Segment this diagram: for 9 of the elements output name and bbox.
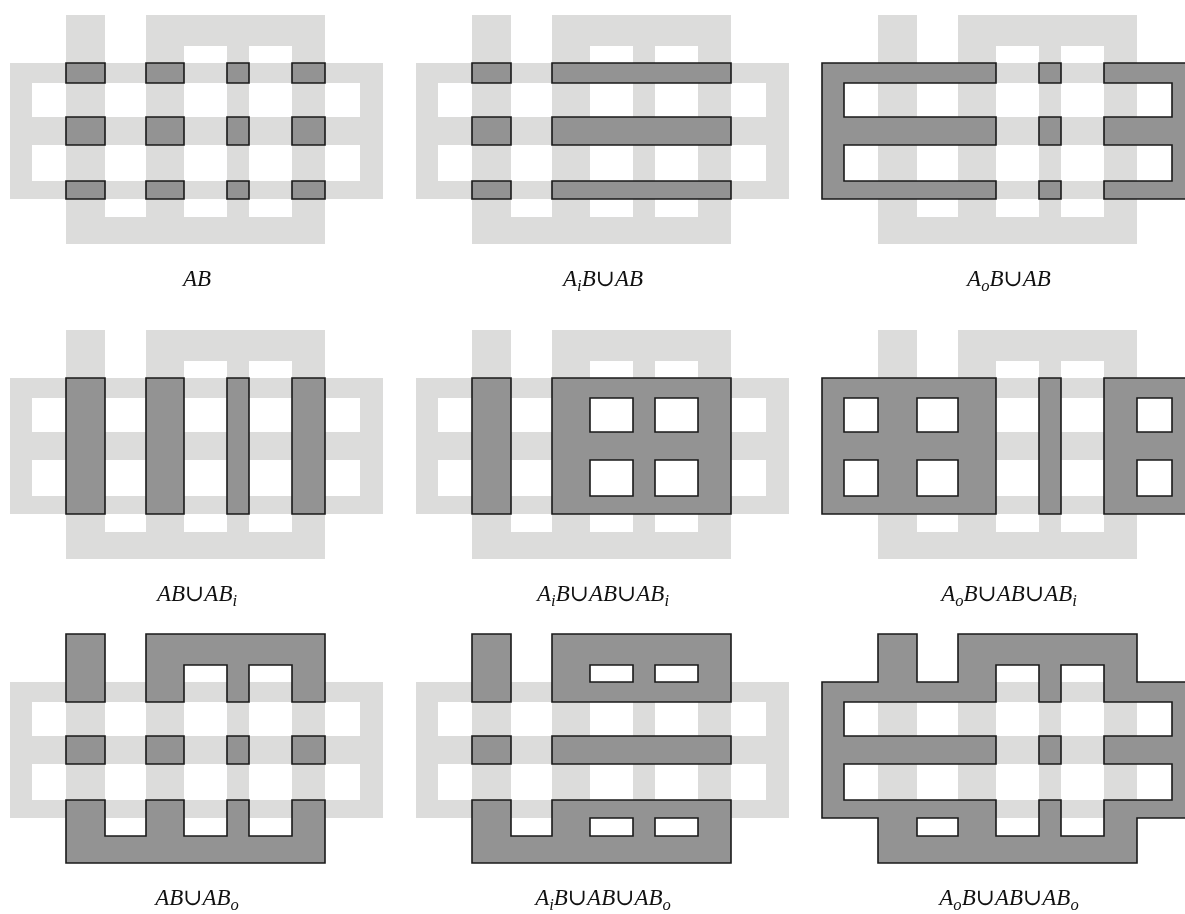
caption: A$_{o}$B∪AB (967, 266, 1051, 292)
caption: AB∪AB$_{i}$ (156, 581, 238, 607)
caption: AB∪AB$_{o}$ (155, 885, 239, 911)
caption: A$_{i}$B∪AB∪AB$_{o}$ (535, 885, 671, 911)
caption: A$_{i}$B∪AB∪AB$_{i}$ (536, 581, 670, 607)
caption: AB (182, 266, 212, 292)
caption: A$_{i}$B∪AB (562, 266, 644, 292)
caption: A$_{o}$B∪AB∪AB$_{o}$ (939, 885, 1079, 911)
caption: A$_{o}$B∪AB∪AB$_{i}$ (941, 581, 1077, 607)
